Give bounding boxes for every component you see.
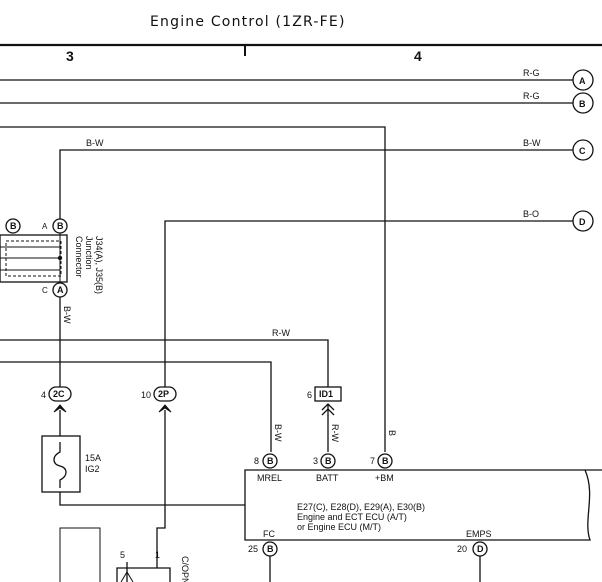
junction-name: J34(A), J35(B) [94,236,104,294]
junction-desc-2: Connector [74,236,84,278]
connector-id1-number: 6 [307,390,312,400]
diagram-title: Engine Control (1ZR-FE) [150,14,346,30]
connector-id1 [314,386,342,402]
terminal-a [572,69,594,91]
ecu-fc-number: 25 [248,544,258,554]
connector-2p-label: 2P [158,389,169,399]
ecu-name-mt: or Engine ECU (M/T) [297,522,381,532]
relay-housing-left [59,527,101,582]
connector-id1-label: ID1 [319,389,333,399]
relay-pin-1: 1 [155,550,160,560]
terminal-d-label: D [579,217,586,227]
ecu-batt-pin [320,453,336,469]
wire-rw [0,339,329,387]
wire-bw-vertical-color: B-W [62,306,72,324]
ecu-box [244,469,602,541]
ecu-mrel-label: MREL [257,473,282,483]
wire-d-color: B-O [523,209,539,219]
junction-pin-b-label: B [57,221,64,231]
ecu-fc-label: FC [263,529,275,539]
terminal-b [572,92,594,114]
ecu-batt-pin-label: B [325,456,332,466]
terminal-c [572,139,594,161]
fuse-ig2 [41,435,81,493]
connector-2c-number: 4 [41,390,46,400]
junction-connector-box [0,234,68,283]
connector-2c [48,386,72,402]
junction-node [57,255,63,261]
terminal-b-label: B [579,99,586,109]
relay-coil-icon [120,571,134,582]
ecu-emps-number: 20 [457,544,467,554]
relay-pin-5: 5 [120,550,125,560]
fuse-ampere: 15A [85,453,101,463]
junction-desc-1: Junction [84,236,94,270]
connector-2p-pin-icon [158,404,172,413]
relay-name: C/OPN [180,556,190,582]
wire-d [164,220,573,387]
terminal-c-label: C [579,146,586,156]
wire-b-color: R-G [523,91,540,101]
fuse-element-icon [53,442,67,488]
ecu-bm-number: 7 [370,456,375,466]
ecu-emps-label: EMPS [466,529,492,539]
terminal-a-label: A [579,76,586,86]
relay-box [116,567,171,582]
ecu-mrel-pin [262,453,278,469]
connector-2c-pin-icon [53,404,67,413]
junction-pin-c-text: A [57,285,64,295]
junction-pin-b-left-label: B [10,221,17,231]
ecu-batt-number: 3 [313,456,318,466]
ecu-mrel-pin-label: B [267,456,274,466]
ecu-bm-pin [377,453,393,469]
fuse-name: IG2 [85,464,100,474]
junction-pin-c-label: C [42,286,48,295]
column-number-4: 4 [414,48,422,64]
wire-c-color: B-W [523,138,541,148]
junction-pin-b-left [5,218,21,234]
wire-2p-down [156,410,166,568]
wire-c [59,149,573,221]
wire-bw-top [0,126,386,452]
ecu-mrel-number: 8 [254,456,259,466]
ecu-bm-label: +BM [375,473,394,483]
wire-rw-color: R-W [272,328,290,338]
wire-b-bm-color: B [387,430,397,436]
connector-2p-number: 10 [141,390,151,400]
terminal-d [572,210,594,232]
ecu-emps-pin-label: D [477,544,484,554]
ecu-connector-ids: E27(C), E28(D), E29(A), E30(B) [297,502,425,512]
ecu-name-at: Engine and ECT ECU (A/T) [297,512,407,522]
connector-2c-label: 2C [53,389,65,399]
column-number-3: 3 [66,48,74,64]
wire-c-left-color: B-W [86,138,104,148]
ecu-batt-label: BATT [316,473,339,483]
wire-fuse-to-ecu [59,492,245,506]
wire-mrel-color: B-W [273,424,283,442]
connector-2p [153,386,177,402]
ecu-fc-pin-label: B [267,544,274,554]
junction-pin-a-label: A [42,222,48,231]
wire-a-color: R-G [523,68,540,78]
wire-mrel [0,361,272,452]
wire-rw-batt-color: R-W [330,424,340,442]
ecu-bm-pin-label: B [382,456,389,466]
